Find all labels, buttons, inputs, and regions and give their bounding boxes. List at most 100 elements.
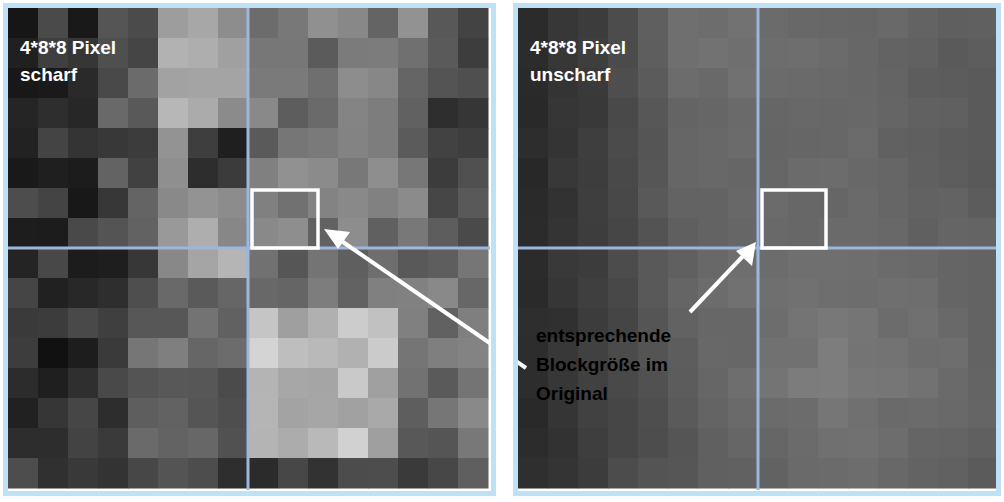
image-pixel bbox=[458, 278, 489, 309]
image-pixel bbox=[968, 158, 999, 189]
image-pixel bbox=[938, 428, 969, 459]
image-pixel bbox=[848, 428, 879, 459]
image-pixel bbox=[278, 338, 309, 369]
image-pixel bbox=[338, 38, 369, 69]
image-pixel bbox=[8, 158, 39, 189]
image-pixel bbox=[908, 458, 939, 489]
image-pixel bbox=[398, 338, 429, 369]
image-pixel bbox=[188, 158, 219, 189]
image-pixel bbox=[668, 428, 699, 459]
image-pixel bbox=[938, 188, 969, 219]
image-pixel bbox=[428, 68, 459, 99]
image-pixel bbox=[728, 308, 759, 339]
image-pixel bbox=[308, 248, 339, 279]
image-pixel bbox=[158, 128, 189, 159]
image-pixel bbox=[668, 128, 699, 159]
grid-line bbox=[518, 247, 998, 250]
image-pixel bbox=[458, 458, 489, 489]
image-pixel bbox=[368, 38, 399, 69]
image-pixel bbox=[608, 98, 639, 129]
image-pixel bbox=[38, 278, 69, 309]
image-pixel bbox=[278, 158, 309, 189]
image-pixel bbox=[218, 128, 249, 159]
image-pixel bbox=[938, 338, 969, 369]
image-pixel bbox=[188, 8, 219, 39]
image-pixel bbox=[758, 398, 789, 429]
image-pixel bbox=[8, 458, 39, 489]
image-pixel bbox=[788, 188, 819, 219]
image-pixel bbox=[8, 98, 39, 129]
image-pixel bbox=[428, 38, 459, 69]
image-pixel bbox=[728, 278, 759, 309]
image-pixel bbox=[158, 8, 189, 39]
image-pixel bbox=[788, 98, 819, 129]
image-pixel bbox=[248, 278, 279, 309]
image-pixel bbox=[98, 188, 129, 219]
image-pixel bbox=[788, 218, 819, 249]
image-pixel bbox=[158, 458, 189, 489]
image-pixel bbox=[668, 458, 699, 489]
image-pixel bbox=[458, 368, 489, 399]
image-pixel bbox=[248, 68, 279, 99]
image-pixel bbox=[278, 398, 309, 429]
image-pixel bbox=[158, 158, 189, 189]
image-pixel bbox=[938, 368, 969, 399]
image-pixel bbox=[878, 368, 909, 399]
image-pixel bbox=[398, 458, 429, 489]
image-pixel bbox=[788, 128, 819, 159]
image-pixel bbox=[98, 398, 129, 429]
image-pixel bbox=[638, 458, 669, 489]
image-pixel bbox=[128, 128, 159, 159]
image-pixel bbox=[548, 428, 579, 459]
image-pixel bbox=[218, 218, 249, 249]
image-pixel bbox=[938, 218, 969, 249]
image-pixel bbox=[218, 158, 249, 189]
image-pixel bbox=[428, 158, 459, 189]
image-pixel bbox=[8, 218, 39, 249]
image-pixel bbox=[728, 68, 759, 99]
image-pixel bbox=[698, 188, 729, 219]
block-marker bbox=[252, 190, 318, 248]
leader-arrows bbox=[324, 229, 756, 368]
image-pixel bbox=[398, 158, 429, 189]
image-pixel bbox=[188, 278, 219, 309]
image-pixel bbox=[698, 278, 729, 309]
image-pixel bbox=[818, 98, 849, 129]
image-pixel bbox=[518, 158, 549, 189]
image-pixel bbox=[218, 458, 249, 489]
image-pixel bbox=[818, 338, 849, 369]
image-pixel bbox=[908, 308, 939, 339]
image-pixel bbox=[218, 248, 249, 279]
image-pixel bbox=[848, 368, 879, 399]
image-pixel bbox=[398, 188, 429, 219]
image-pixel bbox=[518, 98, 549, 129]
image-pixel bbox=[368, 158, 399, 189]
image-pixel bbox=[458, 8, 489, 39]
image-pixel bbox=[248, 158, 279, 189]
panel-heading: 4*8*8 Pixel unscharf bbox=[530, 34, 660, 88]
image-pixel bbox=[548, 158, 579, 189]
image-pixel bbox=[8, 8, 39, 39]
image-pixel bbox=[758, 158, 789, 189]
image-pixel bbox=[908, 428, 939, 459]
image-pixel bbox=[68, 398, 99, 429]
image-pixel bbox=[788, 458, 819, 489]
image-pixel bbox=[578, 158, 609, 189]
image-pixel bbox=[878, 218, 909, 249]
image-pixel bbox=[68, 308, 99, 339]
image-pixel bbox=[308, 158, 339, 189]
image-pixel bbox=[248, 338, 279, 369]
image-pixel bbox=[668, 8, 699, 39]
image-pixel bbox=[638, 428, 669, 459]
image-pixel bbox=[878, 398, 909, 429]
image-pixel bbox=[458, 98, 489, 129]
image-pixel bbox=[428, 428, 459, 459]
image-pixel bbox=[338, 248, 369, 279]
image-pixel bbox=[518, 428, 549, 459]
image-pixel bbox=[38, 218, 69, 249]
image-pixel bbox=[818, 248, 849, 279]
image-pixel bbox=[278, 428, 309, 459]
image-pixel bbox=[638, 188, 669, 219]
image-pixel bbox=[38, 368, 69, 399]
block-marker bbox=[762, 190, 826, 248]
